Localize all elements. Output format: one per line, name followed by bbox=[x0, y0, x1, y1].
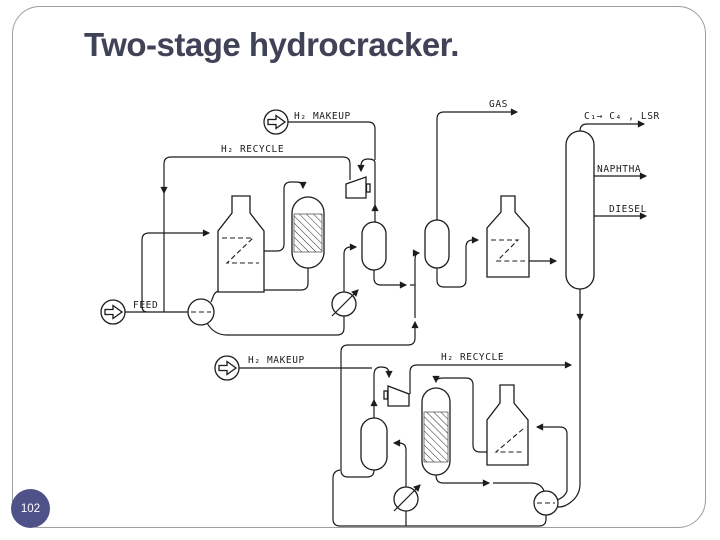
page-number: 102 bbox=[20, 502, 41, 515]
recycle-compressor-symbol-bottom bbox=[383, 385, 410, 407]
pipe-sep2-liquid bbox=[436, 236, 480, 288]
pipe-compressor1-suction bbox=[357, 158, 376, 173]
label-h2-recycle-bottom: H₂ RECYCLE bbox=[441, 352, 504, 363]
recycle-compressor-symbol-top bbox=[345, 176, 371, 199]
page-number-badge: 102 bbox=[11, 489, 50, 528]
heater1-coil bbox=[222, 237, 259, 264]
pipe-heater1-to-reactor1 bbox=[264, 181, 307, 252]
slide-border bbox=[12, 6, 706, 528]
reactor2-symbol bbox=[421, 387, 451, 476]
feed-pump-symbol bbox=[100, 299, 126, 325]
lp-separator-symbol bbox=[424, 219, 450, 269]
stage2-separator-symbol bbox=[360, 417, 388, 471]
pipe-h2-makeup-top bbox=[288, 121, 376, 160]
label-gas: GAS bbox=[489, 99, 508, 110]
pipe-exchanger1-to-cooler1 bbox=[206, 316, 345, 336]
fractionator-column-symbol bbox=[565, 130, 595, 290]
pipe-bottoms2 bbox=[557, 320, 581, 508]
air-cooler2-fan-icon bbox=[393, 484, 421, 512]
air-cooler1-fan-icon bbox=[331, 289, 359, 317]
fired-heater1-symbol bbox=[217, 195, 265, 293]
fired-heater3-symbol bbox=[486, 384, 529, 466]
label-naphtha: NAPHTHA bbox=[597, 164, 641, 175]
pipe-compressor2-suction bbox=[373, 366, 393, 400]
h2-makeup-pump-symbol-bottom bbox=[214, 355, 240, 381]
hp-separator-symbol bbox=[361, 221, 387, 271]
pipe-reactor2-effluent2 bbox=[493, 482, 545, 492]
pipe-sep3-liquid2 bbox=[412, 249, 421, 318]
pipe-exchanger2-bottom2 bbox=[332, 469, 413, 527]
h2-makeup-pump-symbol-top bbox=[263, 109, 289, 135]
pipe-sep1-liquid bbox=[373, 270, 408, 289]
pipe-exchanger2-to-heater3 bbox=[535, 423, 568, 501]
pipe-gas bbox=[436, 108, 519, 220]
pipe-reactor2-effluent bbox=[435, 474, 491, 487]
heater2-coil bbox=[491, 239, 525, 262]
pipe-overhead bbox=[579, 120, 646, 132]
equipment-internals bbox=[191, 237, 555, 512]
label-diesel: DIESEL bbox=[609, 204, 647, 215]
equipment bbox=[100, 109, 595, 516]
pipe-cooler2-to-sep3 bbox=[392, 439, 407, 487]
label-overhead: C₁→ C₄ , LSR bbox=[584, 111, 660, 122]
label-h2-makeup-bottom: H₂ MAKEUP bbox=[248, 355, 305, 366]
label-feed: FEED bbox=[133, 300, 158, 311]
pipe-exchanger2-bottom bbox=[413, 515, 547, 527]
heater3-coil bbox=[494, 428, 524, 453]
label-h2-recycle-top: H₂ RECYCLE bbox=[221, 144, 284, 155]
pipe-sep3-liquid bbox=[340, 320, 419, 478]
pipe-h2-recycle-top bbox=[160, 156, 351, 195]
pipe-feed-to-heater1 bbox=[141, 229, 211, 313]
pipe-heater3-to-reactor2 bbox=[432, 375, 487, 453]
reactor1-symbol bbox=[291, 196, 325, 269]
stream-labels: H₂ MAKEUP H₂ RECYCLE FEED GAS C₁→ C₄ , L… bbox=[133, 99, 660, 366]
label-h2-makeup-top: H₂ MAKEUP bbox=[294, 111, 351, 122]
pipe-h2-recycle-bottom bbox=[409, 361, 573, 394]
fired-heater2-symbol bbox=[486, 195, 530, 278]
pipe-cooler1-to-sep1 bbox=[343, 243, 358, 292]
slide-title: Two-stage hydrocracker. bbox=[84, 26, 459, 63]
